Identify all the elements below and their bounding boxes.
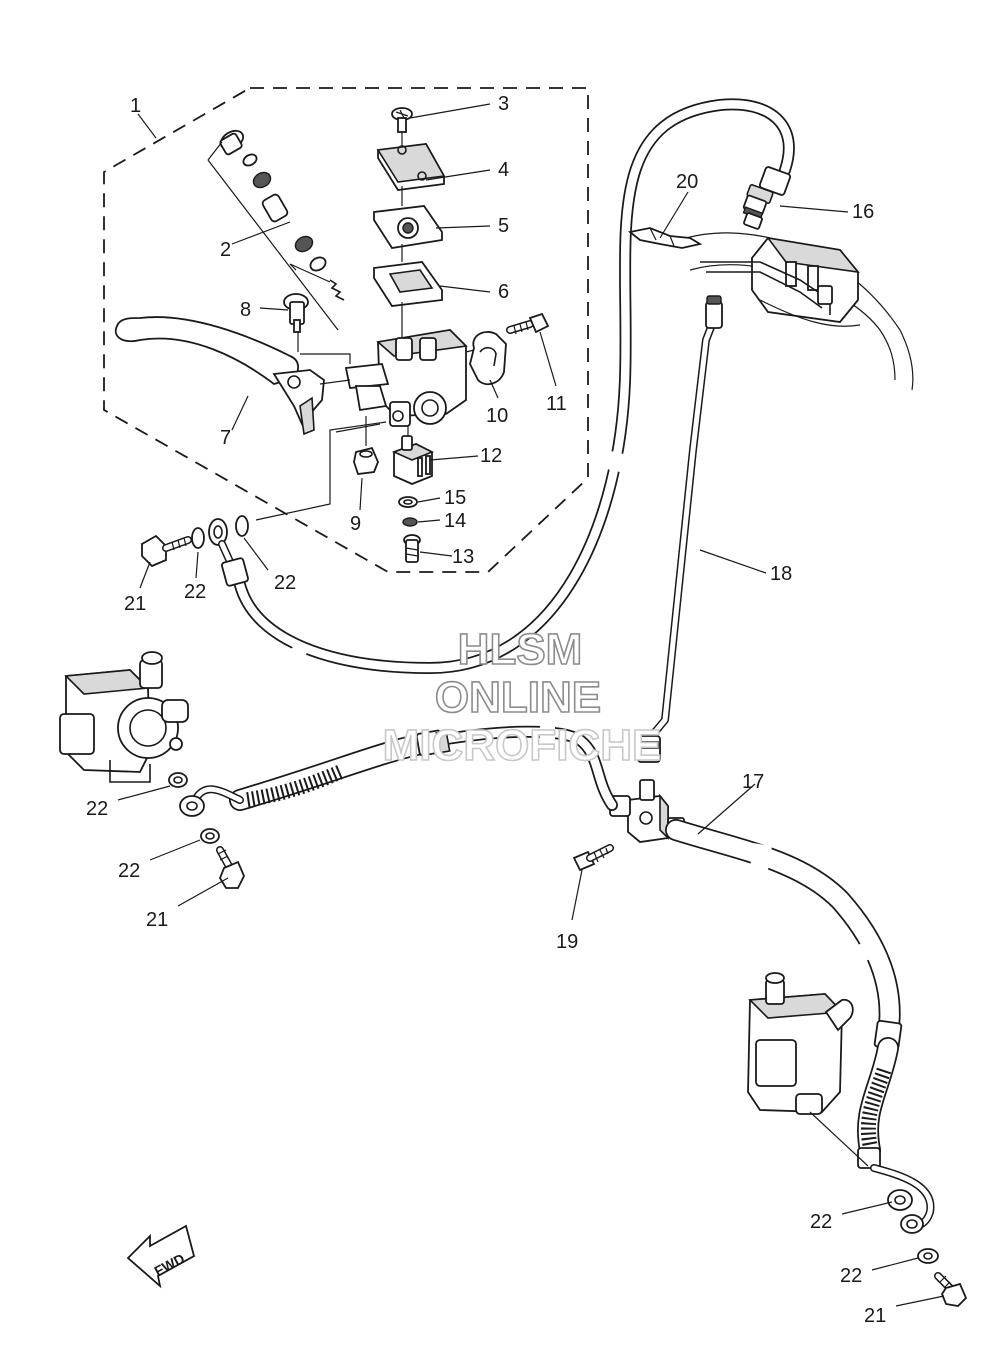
banjo-bolt-right bbox=[917, 1248, 968, 1307]
bolt-19 bbox=[572, 844, 614, 872]
callout-21-upper: 21 bbox=[124, 593, 146, 615]
master-cylinder bbox=[300, 329, 468, 433]
callout-labels: 1 2 3 4 5 6 7 8 9 10 11 12 15 14 13 16 1… bbox=[86, 93, 886, 1327]
fork-bracket bbox=[679, 232, 914, 391]
leader-lines bbox=[117, 103, 945, 1307]
brake-caliper-left bbox=[59, 651, 189, 783]
callout-21-left: 21 bbox=[146, 909, 168, 931]
callout-22-left-a: 22 bbox=[86, 798, 108, 820]
callout-19: 19 bbox=[556, 931, 578, 953]
callout-22-right-b: 22 bbox=[840, 1265, 862, 1287]
master-cylinder-holder bbox=[465, 331, 507, 386]
callout-22-upper-b: 22 bbox=[274, 572, 296, 594]
master-cylinder-assembly-boundary bbox=[103, 87, 589, 573]
watermark-line1: HLSM bbox=[458, 625, 583, 674]
callout-22-right-a: 22 bbox=[810, 1211, 832, 1233]
brake-pipe-18 bbox=[637, 295, 723, 763]
callout-6: 6 bbox=[498, 281, 509, 303]
callout-11: 11 bbox=[546, 393, 567, 415]
callout-8: 8 bbox=[240, 299, 251, 321]
brake-caliper-right bbox=[747, 972, 869, 1167]
holder-bolt bbox=[506, 312, 550, 335]
lever-pin bbox=[283, 293, 309, 352]
callout-15: 15 bbox=[444, 487, 466, 509]
callout-13: 13 bbox=[452, 546, 474, 568]
switch-fasteners bbox=[398, 496, 421, 563]
callout-9: 9 bbox=[350, 513, 361, 535]
banjo-bolt-left bbox=[168, 772, 245, 889]
callout-3: 3 bbox=[498, 93, 509, 115]
fwd-arrow-icon: FWD bbox=[126, 1224, 196, 1289]
callout-22-upper-a: 22 bbox=[184, 581, 206, 603]
brake-hose-17 bbox=[665, 819, 935, 1234]
callout-16: 16 bbox=[852, 201, 874, 223]
banjo-bolt-upper bbox=[141, 421, 387, 587]
callout-22-left-b: 22 bbox=[118, 860, 140, 882]
callout-21-right: 21 bbox=[864, 1305, 886, 1327]
callout-1: 1 bbox=[130, 95, 141, 117]
brake-lever bbox=[115, 316, 351, 436]
watermark: HLSM ONLINE MICROFICHE bbox=[382, 624, 662, 771]
brake-hose-16-fitting bbox=[742, 166, 792, 230]
hose-clip-20 bbox=[627, 227, 703, 249]
callout-4: 4 bbox=[498, 159, 509, 181]
reservoir-cover-parts bbox=[373, 107, 446, 338]
callout-10: 10 bbox=[486, 405, 508, 427]
brake-hose-upper bbox=[234, 98, 795, 674]
piston-kit bbox=[207, 129, 345, 331]
callout-17: 17 bbox=[742, 771, 764, 793]
callout-12: 12 bbox=[480, 445, 502, 467]
callout-2: 2 bbox=[220, 239, 231, 261]
callout-5: 5 bbox=[498, 215, 509, 237]
brake-hose-left bbox=[179, 719, 618, 817]
watermark-line2: ONLINE bbox=[435, 673, 601, 722]
callout-14: 14 bbox=[444, 510, 466, 532]
callout-20: 20 bbox=[676, 171, 698, 193]
callout-18: 18 bbox=[770, 563, 792, 585]
watermark-line3: MICROFICHE bbox=[383, 721, 662, 770]
callout-7: 7 bbox=[220, 427, 231, 449]
brake-switch bbox=[391, 426, 434, 485]
lever-nut bbox=[353, 416, 379, 475]
